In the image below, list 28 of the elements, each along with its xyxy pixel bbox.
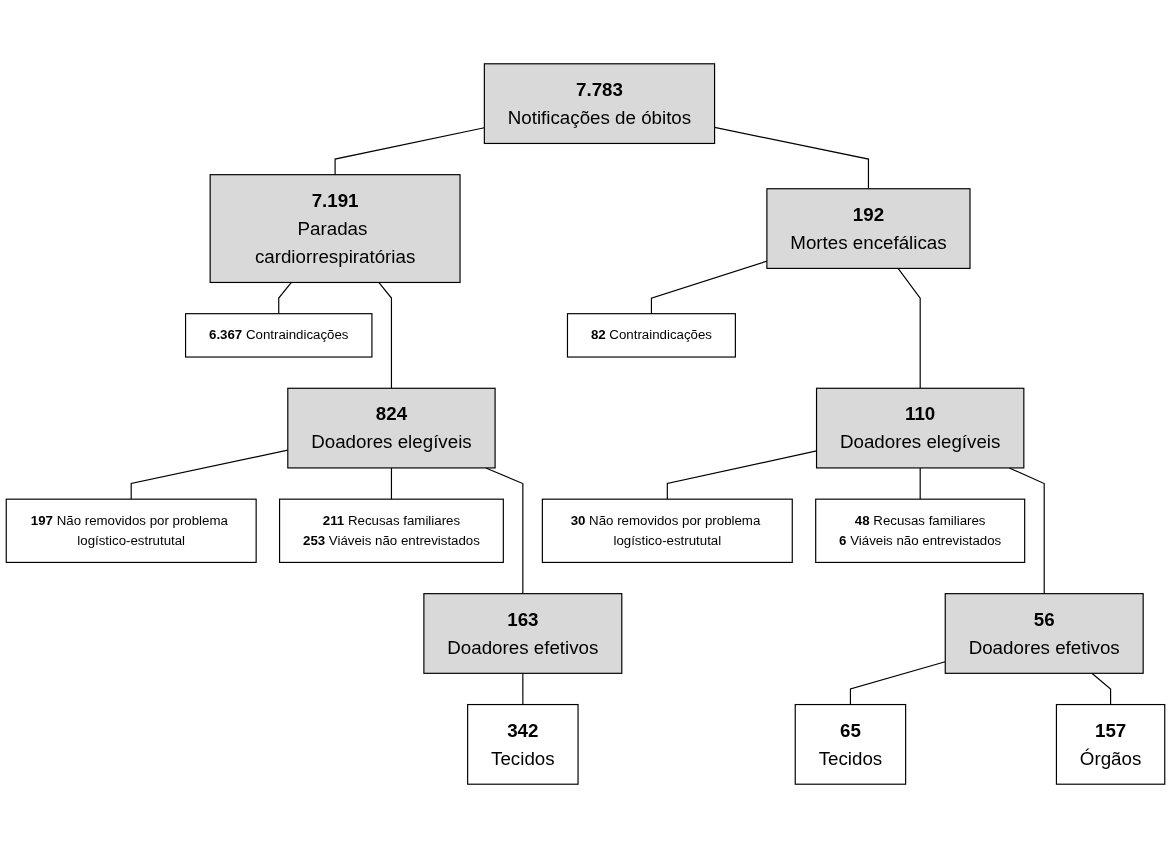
node-box: 82 Contraindicações [566, 313, 736, 358]
connector [714, 126, 870, 190]
connector [334, 127, 485, 176]
node-box: 157 Órgãos [1055, 703, 1166, 785]
node-box: 56 Doadores efetivos [944, 593, 1144, 674]
node-box: 110 Doadores elegíveis [815, 387, 1025, 469]
node-box: 197 Não removidos por problema logístico-estrututal [5, 498, 257, 563]
node-box: 6.367 Contraindicações [185, 313, 373, 358]
node-box: 824 Doadores elegíveis [287, 387, 496, 469]
node-box: 30 Não removidos por problema logístico-estrututal [541, 498, 793, 563]
node-box: 48 Recusas familiares 6 Viáveis não entrevistados [815, 498, 1026, 563]
node-box: 192 Mortes encefálicas [766, 188, 971, 269]
connector [390, 467, 393, 500]
connector [1091, 672, 1112, 706]
node-box: 211 Recusas familiares 253 Viáveis não entrevistados [279, 498, 504, 563]
node-box: 7.191 Paradas cardiorrespiratórias [209, 174, 461, 284]
connector [919, 467, 921, 500]
connector [485, 467, 524, 595]
node-box: 7.783 Notificações de óbitos [483, 63, 716, 145]
connector [378, 281, 393, 389]
connector [522, 672, 524, 706]
connector [1008, 467, 1045, 595]
node-box: 65 Tecidos [794, 703, 907, 785]
node-box: 163 Doadores efetivos [423, 593, 623, 674]
connector [849, 661, 946, 706]
connector [897, 267, 921, 389]
connector [278, 281, 292, 315]
node-box: 342 Tecidos [467, 703, 579, 785]
